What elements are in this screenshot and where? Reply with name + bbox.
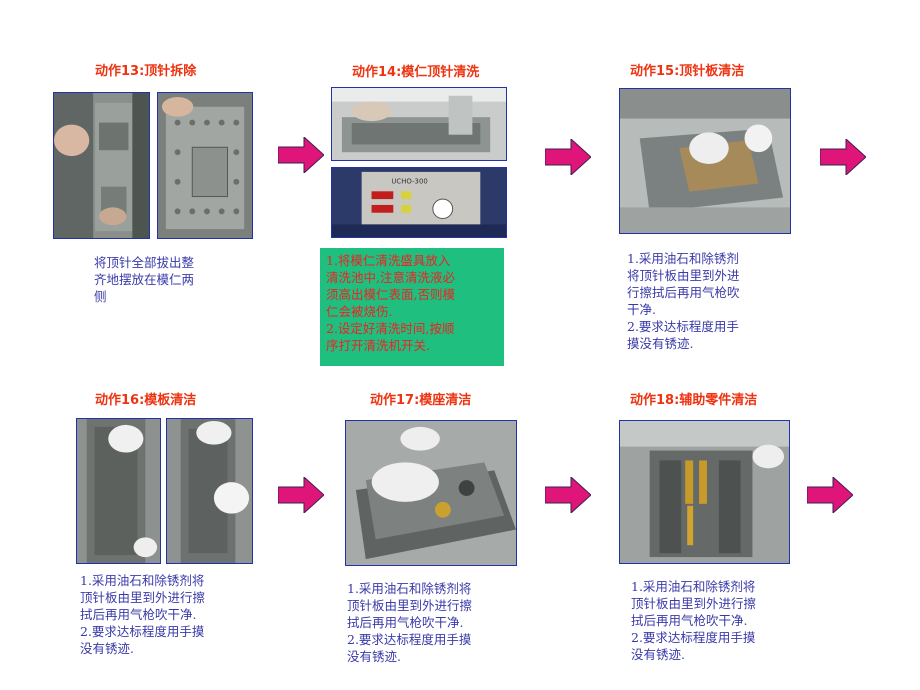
arrow-right-icon	[820, 139, 866, 175]
step-17-title: 动作17:模座清洁	[370, 393, 472, 408]
note-line: 1.将模仁清洗盛具放入	[326, 253, 451, 268]
step-13-title: 动作13:顶针拆除	[95, 64, 197, 79]
step-17-photo	[345, 420, 517, 566]
arrow-right-icon	[278, 477, 324, 513]
caption-line: 将顶针全部拔出整	[94, 255, 195, 270]
caption-line: 顶针板由里到外进行擦	[347, 598, 473, 613]
caption-line: 1.采用油石和除锈剂将	[347, 581, 472, 596]
step-16-photo-right	[166, 418, 253, 564]
caption-line: 没有锈迹.	[347, 649, 401, 664]
caption-line: 拭后再用气枪吹干净.	[80, 607, 197, 622]
step-14-photo-top	[331, 87, 507, 161]
note-line: 序打开清洗机开关.	[326, 338, 430, 353]
step-15-photo	[619, 88, 791, 234]
arrow-right-icon	[807, 477, 853, 513]
step-14-note: 1.将模仁清洗盛具放入 清洗池中,注意清洗液必 须高出模仁表面,否则模 仁会被烧…	[320, 248, 504, 366]
caption-line: 侧	[94, 289, 107, 304]
step-16-caption: 1.采用油石和除锈剂将 顶针板由里到外进行擦 拭后再用气枪吹干净. 2.要求达标…	[80, 572, 205, 657]
caption-line: 1.采用油石和除锈剂将	[631, 579, 756, 594]
step-16-photo-left	[76, 418, 161, 564]
caption-line: 将顶针板由里到外进	[627, 268, 740, 283]
caption-line: 拭后再用气枪吹干净.	[631, 613, 748, 628]
note-line: 清洗池中,注意清洗液必	[326, 270, 455, 285]
caption-line: 顶针板由里到外进行擦	[631, 596, 757, 611]
caption-line: 没有锈迹.	[631, 647, 685, 662]
caption-line: 2.要求达标程度用手摸	[347, 632, 472, 647]
step-14-title: 动作14:模仁顶针清洗	[352, 65, 480, 80]
arrow-right-icon	[545, 139, 591, 175]
step-15-caption: 1.采用油石和除锈剂 将顶针板由里到外进 行擦拭后再用气枪吹 干净. 2.要求达…	[627, 250, 740, 352]
note-line: 须高出模仁表面,否则模	[326, 287, 455, 302]
step-18-photo	[619, 420, 790, 564]
step-17-caption: 1.采用油石和除锈剂将 顶针板由里到外进行擦 拭后再用气枪吹干净. 2.要求达标…	[347, 580, 472, 665]
caption-line: 2.要求达标程度用手	[627, 319, 739, 334]
caption-line: 2.要求达标程度用手摸	[631, 630, 756, 645]
caption-line: 1.采用油石和除锈剂	[627, 251, 739, 266]
step-18-caption: 1.采用油石和除锈剂将 顶针板由里到外进行擦 拭后再用气枪吹干净. 2.要求达标…	[631, 578, 756, 663]
note-line: 2.设定好清洗时间,按顺	[326, 321, 455, 336]
caption-line: 拭后再用气枪吹干净.	[347, 615, 464, 630]
caption-line: 2.要求达标程度用手摸	[80, 624, 205, 639]
caption-line: 摸没有锈迹.	[627, 336, 694, 351]
step-15-title: 动作15:顶针板清洁	[630, 64, 745, 79]
caption-line: 顶针板由里到外进行擦	[80, 590, 206, 605]
caption-line: 1.采用油石和除锈剂将	[80, 573, 205, 588]
step-13-caption: 将顶针全部拔出整 齐地摆放在模仁两 侧	[94, 254, 194, 305]
note-line: 仁会被烧伤.	[326, 304, 393, 319]
arrow-right-icon	[545, 477, 591, 513]
caption-line: 干净.	[627, 302, 656, 317]
step-14-photo-bottom: UCHO-300	[331, 167, 507, 238]
step-18-title: 动作18:辅助零件清洁	[630, 393, 758, 408]
caption-line: 齐地摆放在模仁两	[94, 272, 195, 287]
caption-line: 行擦拭后再用气枪吹	[627, 285, 740, 300]
arrow-right-icon	[278, 137, 324, 173]
step-13-photo-right	[157, 92, 253, 239]
step-13-photo-left	[53, 92, 150, 239]
step-16-title: 动作16:模板清洁	[95, 393, 197, 408]
machine-panel-label: UCHO-300	[391, 178, 427, 186]
caption-line: 没有锈迹.	[80, 641, 134, 656]
